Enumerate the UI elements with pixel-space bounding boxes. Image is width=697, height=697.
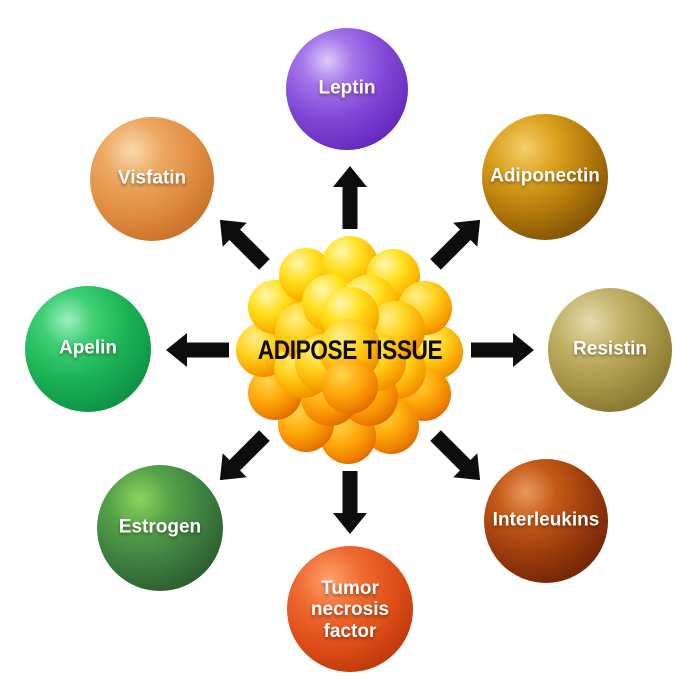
sphere-apelin <box>25 286 151 412</box>
factor-label-adiponectin: Adiponectin <box>490 165 600 187</box>
factor-label-estrogen: Estrogen <box>118 516 202 538</box>
arrow-down-right-icon <box>430 430 481 481</box>
sphere-adiponectin <box>482 114 608 240</box>
arrow-up-left-icon <box>219 219 270 270</box>
factor-label-resistin: Resistin <box>573 338 647 360</box>
sphere-visfatin <box>90 117 214 241</box>
sphere-tumor-necrosis-factor <box>287 546 413 672</box>
sphere-estrogen <box>97 465 223 591</box>
sphere-resistin <box>548 288 672 412</box>
sphere-interleukins <box>484 459 608 583</box>
factor-label-visfatin: Visfatin <box>117 167 187 189</box>
sphere-leptin <box>286 28 408 150</box>
adipose-tissue-cluster <box>236 236 463 464</box>
adipose-tissue-title: ADIPOSE TISSUE <box>257 334 443 365</box>
arrow-down-left-icon <box>219 430 270 481</box>
radiating-arrows <box>166 166 534 534</box>
arrow-left-icon <box>166 333 229 367</box>
factor-spheres <box>25 28 672 672</box>
arrow-up-right-icon <box>430 219 481 270</box>
arrow-down-icon <box>333 471 367 534</box>
factor-label-leptin: Leptin <box>318 77 376 99</box>
arrow-right-icon <box>471 333 534 367</box>
factor-label-tumor-necrosis-factor: Tumor necrosis factor <box>310 578 390 642</box>
fat-cell <box>322 358 378 414</box>
factor-label-apelin: Apelin <box>58 337 118 359</box>
arrow-up-icon <box>333 166 367 229</box>
factor-label-interleukins: Interleukins <box>492 509 600 531</box>
